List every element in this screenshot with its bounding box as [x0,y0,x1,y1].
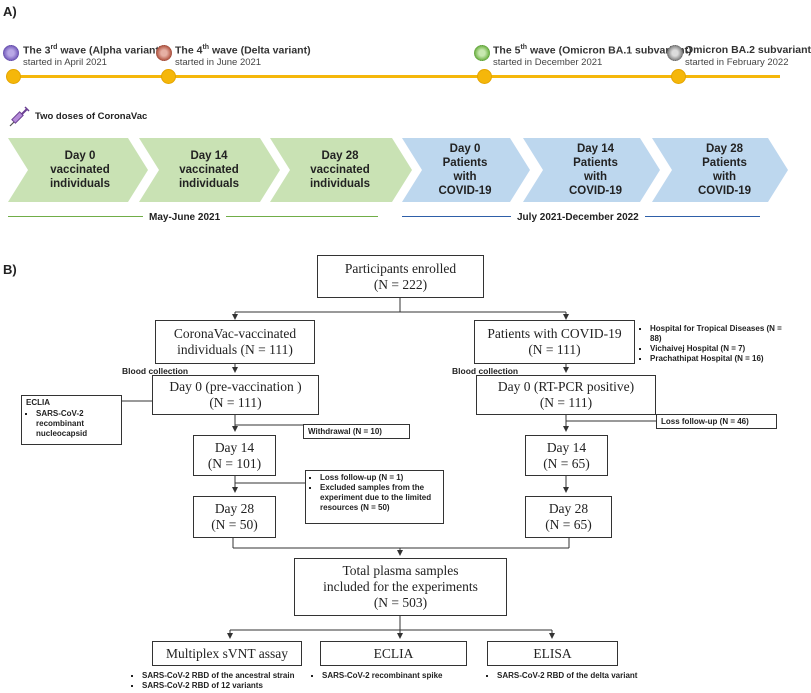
timeline-dot-2 [161,69,176,84]
patients-day0-box: Day 0 (RT-PCR positive) (N = 111) [476,375,656,415]
timeline-dot-3 [477,69,492,84]
wave-subtitle: started in June 2021 [175,57,262,68]
virus-icon [156,45,172,61]
chevron-label: Day 14 Patients with COVID-19 [568,143,623,197]
eclia-note: ECLIA SARS-CoV-2 recombinant nucleocapsi… [21,395,122,445]
assay-note: SARS-CoV-2 RBD of the ancestral strain [142,671,317,681]
withdrawal-note: Withdrawal (N = 10) [303,424,410,439]
assay-elisa-box: ELISA [487,641,618,666]
period-patients: July 2021-December 2022 [511,212,645,223]
patients-box: Patients with COVID-19 (N = 111) [474,320,635,364]
wave-title: Omicron BA.2 subvariant [685,44,811,56]
assay-elisa-notes: SARS-CoV-2 RBD of the delta variant [487,671,662,681]
panel-a-label: A) [3,4,17,19]
timeline-dot-4 [671,69,686,84]
chevron-vaccinated-day14 [139,138,280,202]
wave-title: The 5th wave (Omicron BA.1 subvariant) [493,44,692,57]
panel-b-label: B) [3,262,17,277]
assay-svnt-box: Multiplex sVNT assay [152,641,302,666]
assay-note: SARS-CoV-2 recombinant spike [322,671,477,681]
total-box: Total plasma samples included for the ex… [294,558,507,616]
wave-subtitle: started in April 2021 [23,57,107,68]
blood-collection-label: Blood collection [452,366,519,376]
chevron-label: Day 0 Patients with COVID-19 [438,143,492,197]
loss-followup-patients-note: Loss follow-up (N = 46) [656,414,777,429]
patients-day28-box: Day 28 (N = 65) [525,496,612,538]
vaccinated-day0-box: Day 0 (pre-vaccination ) (N = 111) [152,375,319,415]
assay-svnt-notes: SARS-CoV-2 RBD of the ancestral strain S… [132,671,317,691]
assay-eclia-notes: SARS-CoV-2 recombinant spike [312,671,477,681]
timeline-dot-1 [6,69,21,84]
vaccinated-day14-box: Day 14 (N = 101) [193,435,276,476]
period-vaccinated: May-June 2021 [143,212,227,223]
loss-item: Loss follow-up (N = 1) [320,473,439,483]
chevron-label: Day 14 vaccinated individuals [178,150,240,190]
syringe-icon [9,106,30,127]
loss-item: Excluded samples from the experiment due… [320,483,439,513]
patients-day14-box: Day 14 (N = 65) [525,435,608,476]
chevron-label: Day 0 vaccinated individuals [49,150,111,190]
timeline-line [8,75,780,78]
hospital-item: Prachathipat Hospital (N = 16) [650,354,795,364]
vaccine-label: Two doses of CoronaVac [35,111,148,122]
chevron-vaccinated-day0 [8,138,148,202]
hospital-list: Hospital for Tropical Diseases (N = 88) … [640,324,795,364]
chevron-patients-day14 [523,138,660,202]
virus-icon [667,45,683,61]
virus-icon [3,45,19,61]
wave-title: The 4th wave (Delta variant) [175,44,311,57]
chevron-patients-day0 [402,138,530,202]
chevron-vaccinated-day28 [270,138,412,202]
eclia-note-item: SARS-CoV-2 recombinant nucleocapsid [36,409,117,439]
wave-title: The 3rd wave (Alpha variant), [23,44,166,57]
loss-followup-vaccinated-note: Loss follow-up (N = 1) Excluded samples … [305,470,444,524]
eclia-note-title: ECLIA [26,398,50,407]
assay-note: SARS-CoV-2 RBD of the delta variant [497,671,662,681]
enrolled-box: Participants enrolled (N = 222) [317,255,484,298]
vaccinated-box: CoronaVac-vaccinated individuals (N = 11… [155,320,315,364]
vaccinated-day28-box: Day 28 (N = 50) [193,496,276,538]
wave-subtitle: started in December 2021 [493,57,603,68]
virus-icon [474,45,490,61]
assay-eclia-box: ECLIA [320,641,467,666]
hospital-item: Vichaivej Hospital (N = 7) [650,344,795,354]
blood-collection-label: Blood collection [122,366,189,376]
hospital-item: Hospital for Tropical Diseases (N = 88) [650,324,795,344]
chevron-label: Day 28 Patients with COVID-19 [697,143,752,197]
wave-subtitle: started in February 2022 [685,57,789,68]
chevron-row [8,138,788,202]
chevron-patients-day28 [652,138,788,202]
assay-note: SARS-CoV-2 RBD of 12 variants [142,681,317,691]
chevron-label: Day 28 vaccinated individuals [309,150,371,190]
